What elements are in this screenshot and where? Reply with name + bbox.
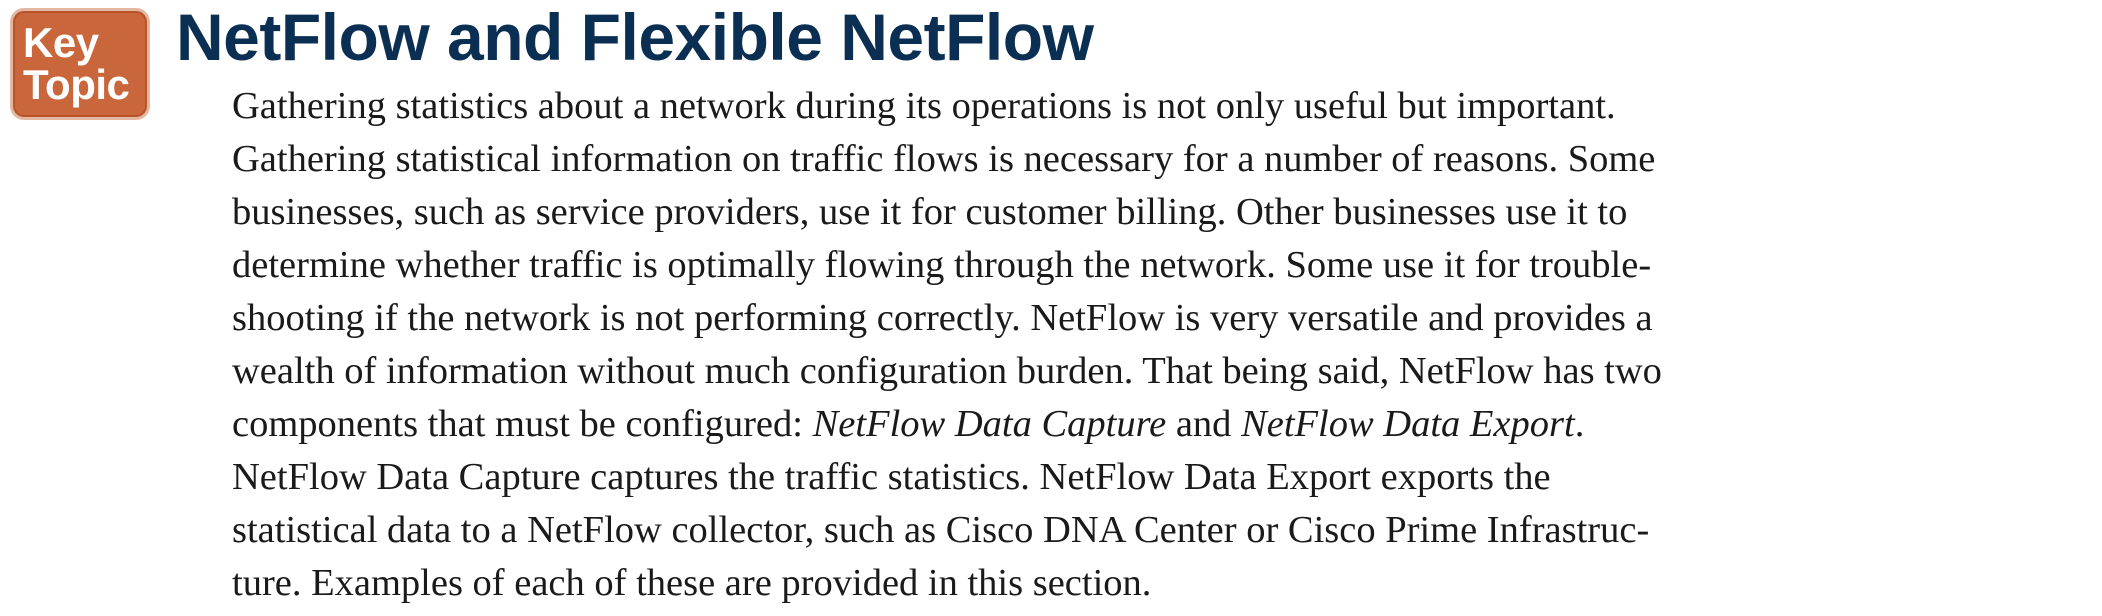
body-paragraph: Gathering statistics about a network dur… [232,80,2102,610]
paragraph-line: wealth of information without much confi… [232,350,1662,392]
paragraph-line: determine whether traffic is optimally f… [232,244,1652,286]
section-heading: NetFlow and Flexible NetFlow [176,0,1094,74]
paragraph-line: statistical data to a NetFlow collector,… [232,509,1650,551]
paragraph-line: Gathering statistics about a network dur… [232,85,1616,127]
key-topic-badge: Key Topic [10,8,150,120]
line-text-after: . [1574,403,1585,445]
paragraph-line: Gathering statistical information on tra… [232,138,1656,180]
badge-line-topic: Topic [23,61,130,108]
term-netflow-data-export: NetFlow Data Export [1241,403,1575,445]
line-text-before: components that must be configured: [232,403,813,445]
paragraph-line: shooting if the network is not performin… [232,297,1653,339]
paragraph-line: NetFlow Data Capture captures the traffi… [232,456,1551,498]
line-text-middle: and [1166,403,1242,445]
badge-line-key: Key [23,19,99,66]
term-netflow-data-capture: NetFlow Data Capture [812,403,1167,445]
paragraph-line: businesses, such as service providers, u… [232,191,1628,233]
paragraph-line: ture. Examples of each of these are prov… [232,562,1152,604]
paragraph-line-with-terms: components that must be configured: NetF… [232,398,2102,451]
